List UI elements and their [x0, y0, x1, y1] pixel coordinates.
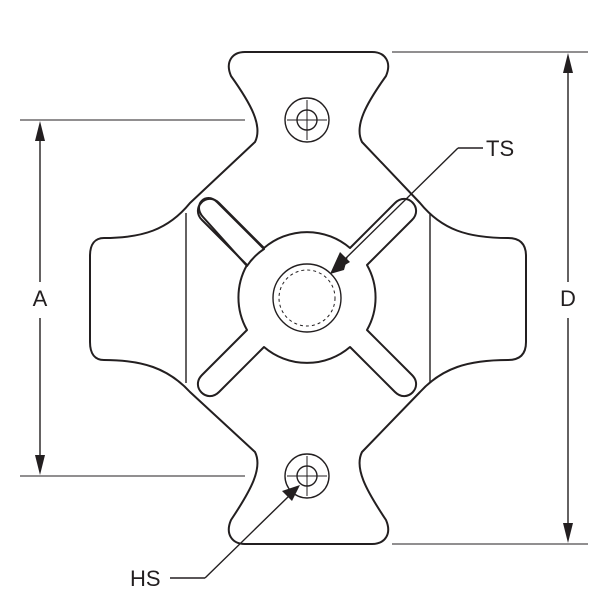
dimension-d-label: D — [560, 286, 576, 311]
shaft-bore — [272, 263, 342, 333]
dimension-d — [392, 51, 588, 545]
hs-leader — [170, 485, 300, 579]
dimension-a — [20, 119, 245, 477]
ts-label: TS — [486, 136, 514, 161]
dimension-a-label: A — [33, 286, 48, 311]
plate-outline — [89, 51, 527, 545]
bottom-hole — [284, 453, 330, 499]
hs-label: HS — [130, 566, 161, 591]
ts-leader — [330, 147, 483, 274]
shaft-spline — [278, 269, 336, 327]
cross-hub — [198, 197, 265, 267]
top-hole — [284, 97, 330, 143]
cross-arms — [196, 197, 418, 398]
